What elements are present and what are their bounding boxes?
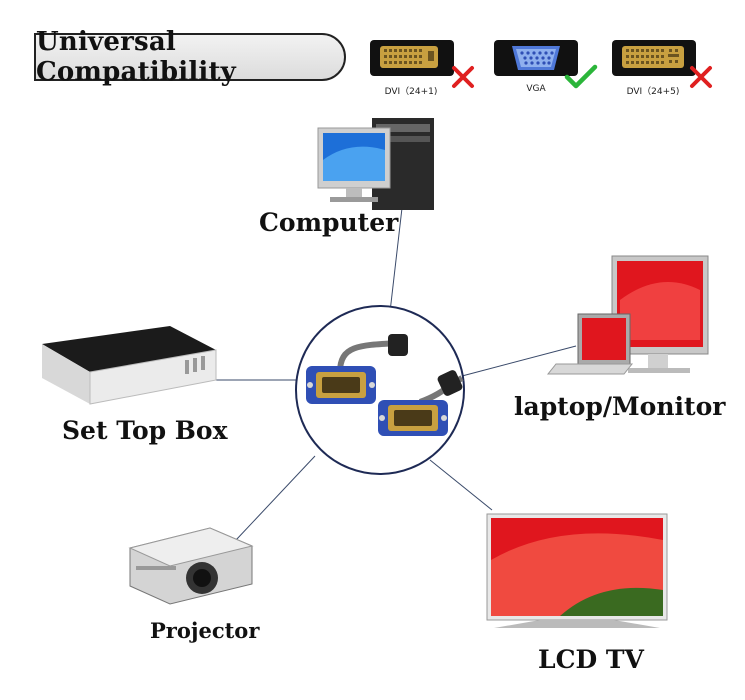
connector-label: DVI（24+1) xyxy=(384,87,438,97)
connector-vga xyxy=(494,38,604,92)
connector-label: DVI（24+5) xyxy=(626,87,680,97)
green-check-icon xyxy=(564,64,598,89)
label-set-top-box: Set Top Box xyxy=(62,416,228,445)
page-title: Universal Compatibility xyxy=(36,27,236,87)
label-computer: Computer xyxy=(259,208,399,237)
red-x-icon xyxy=(690,66,712,88)
label-lcd-tv: LCD TV xyxy=(538,645,644,674)
dvi-connector-icon xyxy=(612,40,696,76)
connector-dvi-24-5 xyxy=(612,38,722,92)
label-projector: Projector xyxy=(150,618,260,643)
red-x-icon xyxy=(452,66,474,88)
dvi-connector-icon xyxy=(370,40,454,76)
connector-label: VGA xyxy=(526,84,546,94)
vga-plug-right xyxy=(378,400,448,436)
vga-connector-icon xyxy=(494,40,578,76)
title-banner: Universal Compatibility xyxy=(34,27,346,87)
label-laptop-monitor: laptop/Monitor xyxy=(514,392,726,421)
vga-plug-left xyxy=(306,366,376,404)
connector-dvi-24-1 xyxy=(370,38,480,92)
